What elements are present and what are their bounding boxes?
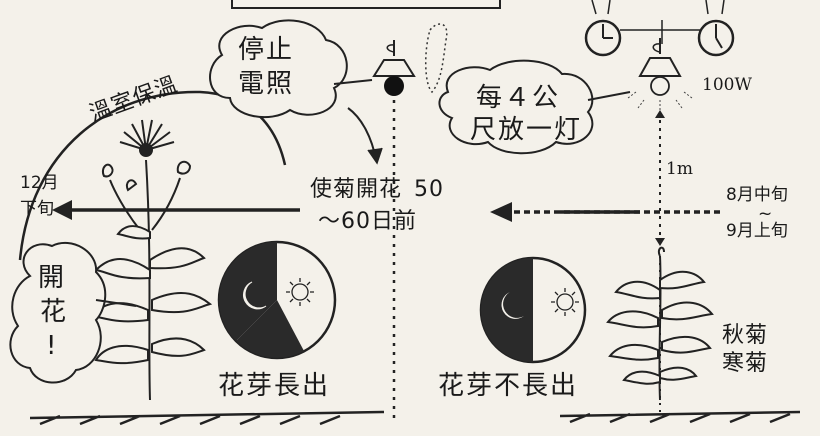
label-bud-grows: 花芽長出 [218,371,331,401]
label-autumn-chrysanthemum: 秋菊 [722,323,769,348]
bubble-bloom [9,241,137,384]
clock-left [584,19,622,57]
label-flowering-prefix: 使菊開花 [310,177,403,202]
label-lighting: 電照 [238,69,295,99]
label-late: 下旬 [20,199,54,219]
clock-right [697,19,735,57]
label-distance: 1m [666,159,693,179]
ground-right [559,410,801,424]
day-night-chart-left [217,240,337,360]
label-december: 12月 [20,173,59,193]
ground-left [29,410,385,426]
lamp-off [372,40,416,96]
label-tilde: ~ [758,204,773,224]
day-night-chart-right [479,256,587,364]
label-sep-early: 9月上旬 [726,221,788,241]
chrysanthemum-vegetative [606,246,714,401]
label-bloom-3: ! [46,331,59,361]
greenhouse-arc [18,90,287,261]
label-wattage: 100W [702,75,752,95]
moon-icon [243,281,267,310]
label-every-4m: 每４公 [476,83,561,113]
label-bud-not-grows: 花芽不長出 [438,371,579,401]
chrysanthemum-flowering [90,119,213,401]
sun-icon [551,288,579,316]
label-flowering-end: ～60日前 [318,209,417,234]
label-bloom-1: 開 [38,263,67,293]
label-winter-chrysanthemum: 寒菊 [722,351,769,376]
label-aug-mid: 8月中旬 [726,185,788,205]
label-stop: 停止 [238,35,295,65]
label-one-lamp: 尺放一灯 [470,115,583,145]
label-bloom-2: 花 [40,297,69,327]
bubble-stop-light [209,19,373,119]
top-frame [231,0,501,9]
sun-icon [286,278,314,306]
bubble-light-every [438,59,631,155]
dotted-rays [424,23,448,94]
lamp-on [627,38,693,110]
label-flowering-start: 50 [414,177,444,202]
